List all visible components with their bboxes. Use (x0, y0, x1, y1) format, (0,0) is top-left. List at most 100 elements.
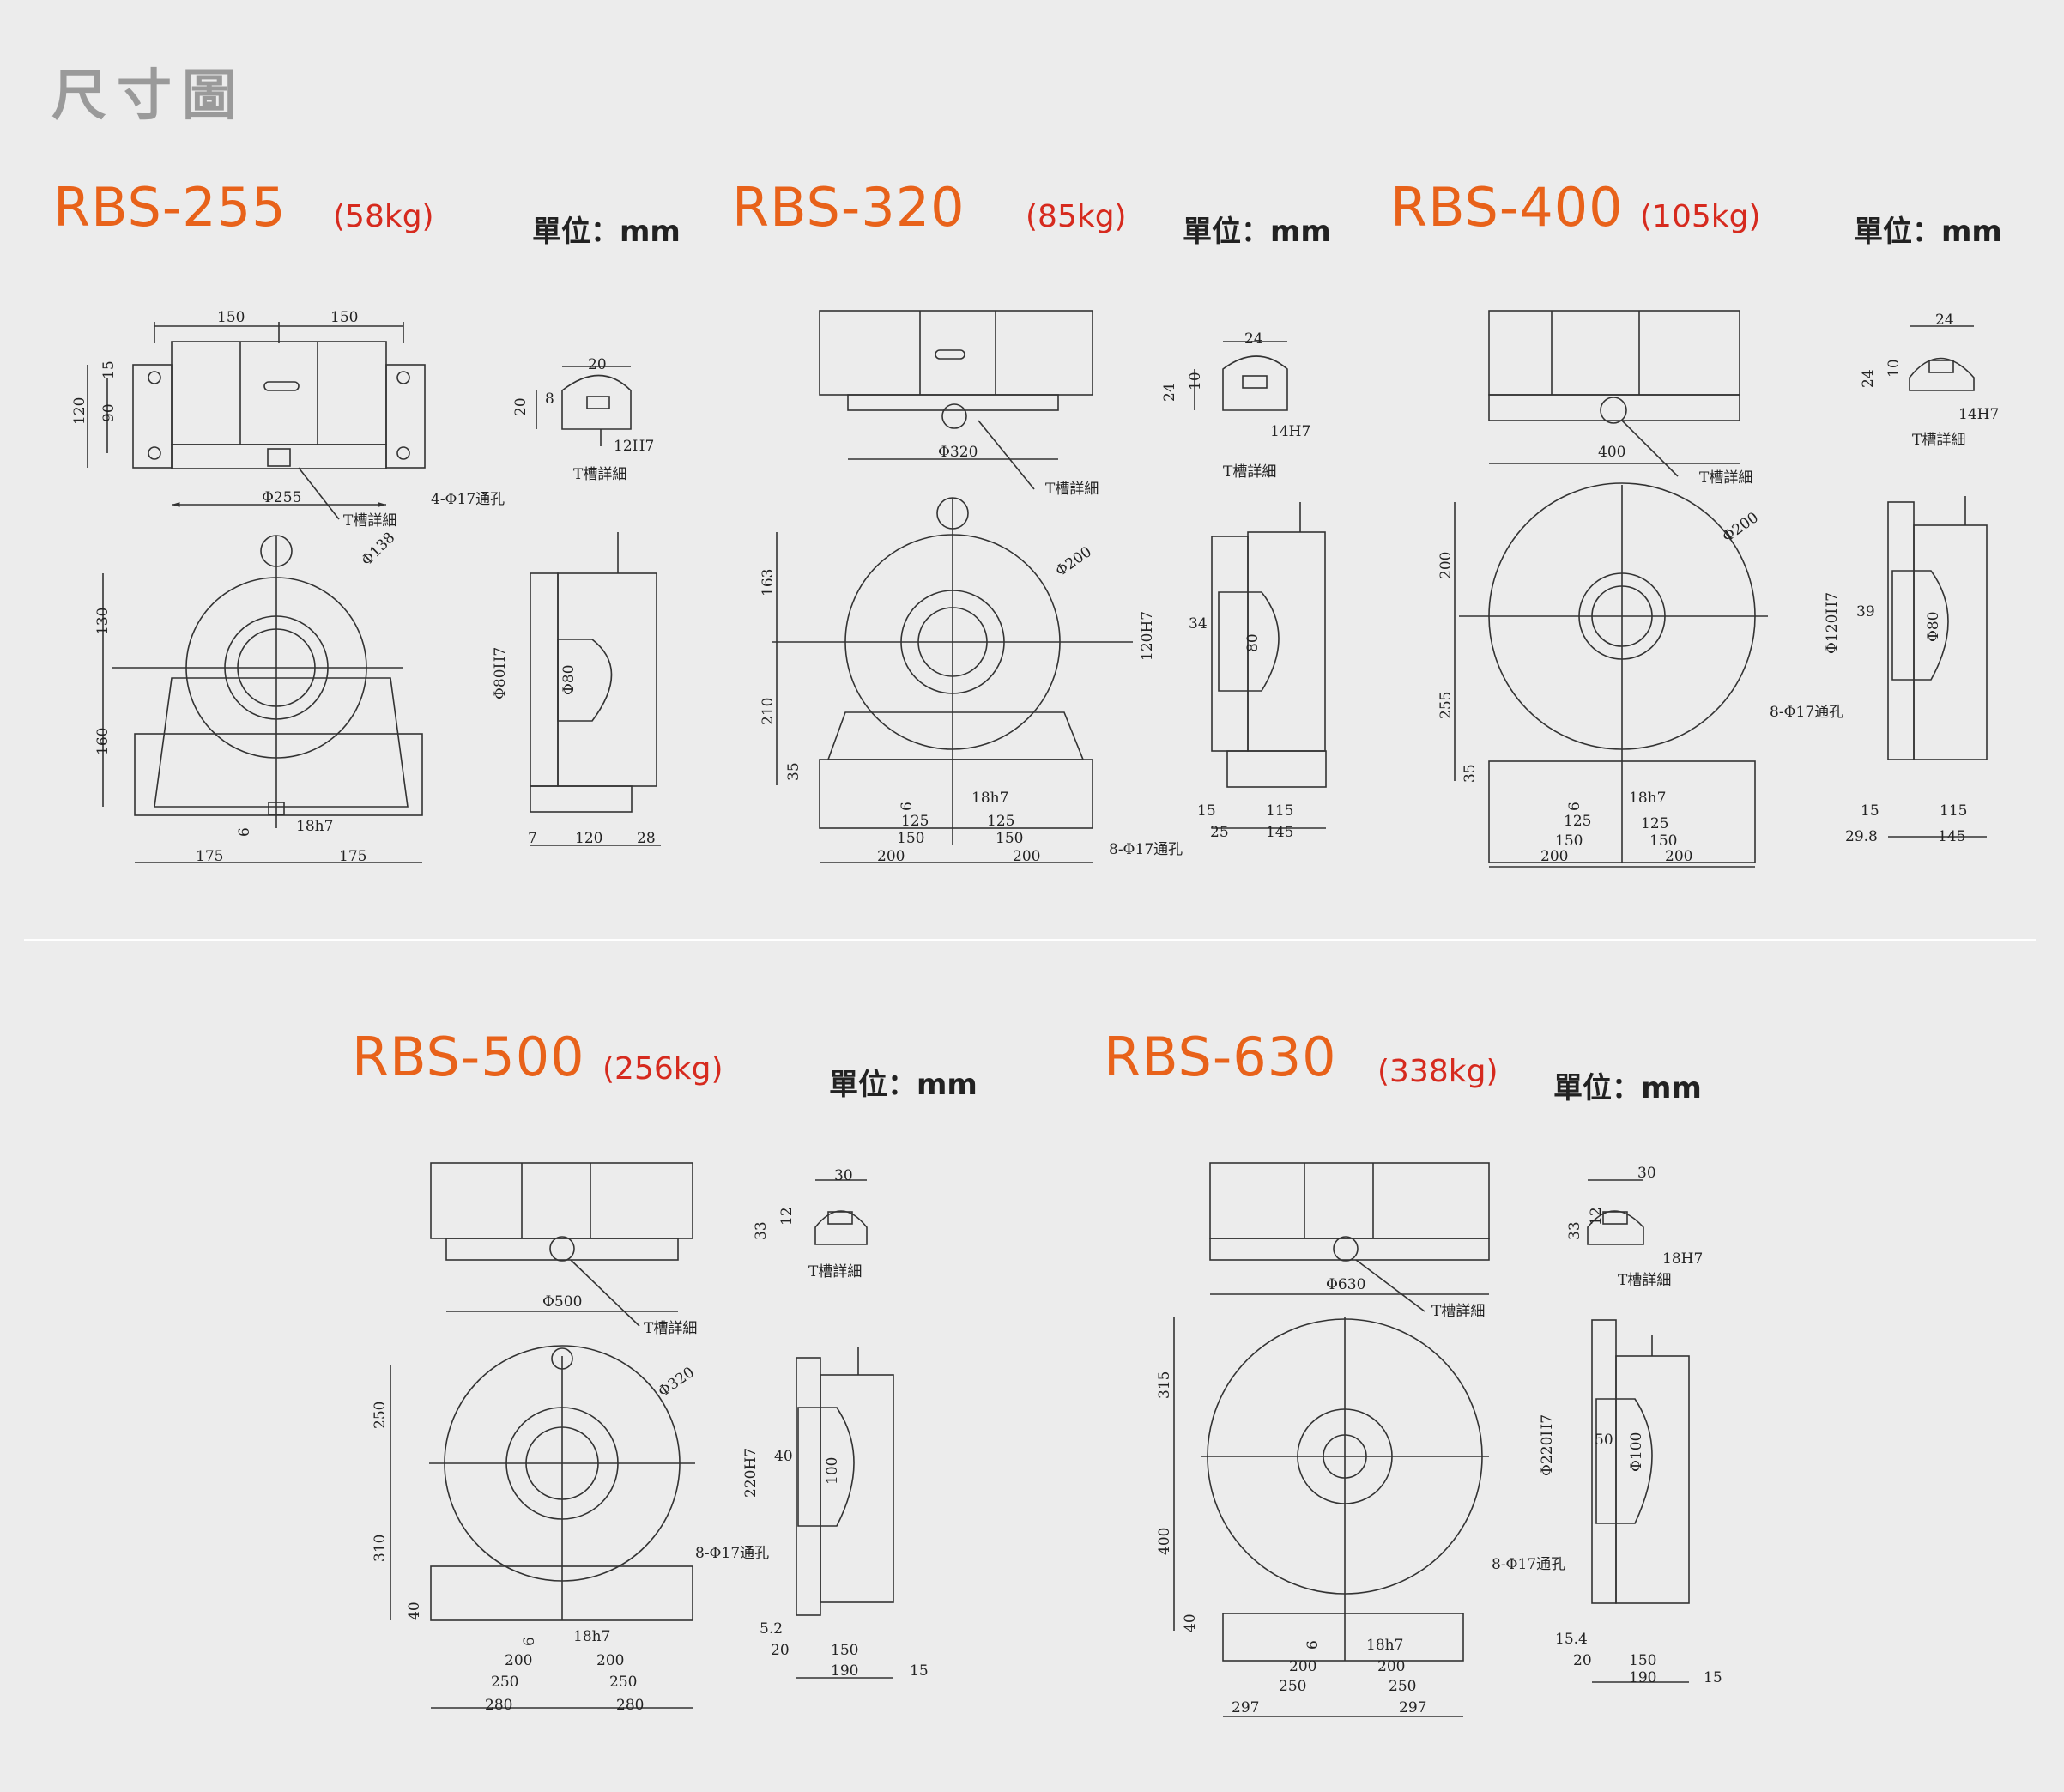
dim-320-front-key: 18h7 (971, 790, 1008, 807)
dim-630-side-bore: Φ220H7 (1539, 1414, 1556, 1476)
dim-320-tslot-w: 24 (1244, 330, 1263, 348)
rbs400-front-view (1454, 482, 1768, 868)
rbs320-drawing (772, 310, 1327, 863)
dim-320-side-x: 34 (1189, 615, 1208, 633)
label-500-holes: 8-Φ17通孔 (695, 1545, 769, 1562)
dim-630-side-b: 150 (1629, 1652, 1656, 1669)
dim-630-table-dia: Φ630 (1326, 1276, 1365, 1293)
dim-255-front-w2: 175 (339, 848, 366, 865)
dim-255-tslot-h1: 8 (545, 390, 554, 408)
dim-400-front-a: 125 (1564, 813, 1591, 830)
dim-255-top-b: 150 (330, 309, 358, 326)
dim-400-table-dia: 400 (1598, 444, 1625, 461)
dim-630-front-k: 6 (1304, 1640, 1322, 1650)
label-630-holes: 8-Φ17通孔 (1492, 1556, 1565, 1573)
label-255-holes: 4-Φ17通孔 (431, 491, 505, 508)
dim-400-front-h2: 255 (1438, 692, 1455, 719)
rbs320-top-view (819, 310, 1093, 490)
dim-255-side-a: 7 (528, 830, 537, 847)
rbs400-tslot-detail (1909, 325, 1975, 391)
rbs630-front-view (1173, 1317, 1489, 1717)
dim-630-front-b: 200 (1377, 1658, 1405, 1675)
dim-320-side-d: 80 (1244, 633, 1262, 652)
unit-rbs320: 單位：mm (1183, 215, 1331, 249)
dim-320-front-d: 150 (996, 830, 1023, 847)
dim-320-side-c: 25 (1210, 824, 1229, 841)
model-title-rbs400: RBS-400 (1390, 176, 1624, 239)
dim-500-front-b: 200 (596, 1652, 624, 1669)
label-630-tslot: T槽詳細 (1618, 1272, 1671, 1289)
dim-630-tslot-h2: 33 (1566, 1221, 1583, 1240)
label-255-tslot-ref: T槽詳細 (343, 512, 396, 530)
dim-255-side-c: 28 (637, 830, 656, 847)
model-title-rbs500: RBS-500 (352, 1026, 585, 1088)
dim-500-table-dia: Φ500 (542, 1293, 582, 1311)
model-title-rbs255: RBS-255 (53, 176, 287, 239)
dim-400-front-h1: 200 (1438, 552, 1455, 579)
dim-400-front-e: 200 (1540, 848, 1568, 865)
label-630-tslot-ref: T槽詳細 (1431, 1303, 1485, 1320)
dim-320-front-k: 6 (899, 802, 916, 811)
dim-255-tslot-fit: 12H7 (614, 438, 654, 455)
dim-500-front-f: 280 (616, 1697, 644, 1714)
section-divider (24, 939, 2036, 941)
dim-400-front-f: 200 (1665, 848, 1692, 865)
dim-500-front-d: 250 (609, 1674, 637, 1691)
rbs255-tslot-detail (536, 366, 632, 446)
dim-255-front-w1: 175 (196, 848, 223, 865)
dim-400-side-x: 39 (1856, 603, 1875, 621)
dim-255-top-a: 150 (217, 309, 245, 326)
rbs630-drawing (1173, 1162, 1690, 1717)
dim-500-tslot-h1: 12 (778, 1207, 796, 1226)
dim-500-front-dia: Φ320 (655, 1364, 697, 1401)
dim-320-front-f: 200 (1013, 848, 1040, 865)
rbs500-drawing (390, 1162, 894, 1709)
dim-630-side-a: 15.4 (1555, 1631, 1588, 1648)
dim-500-front-key: 18h7 (573, 1628, 610, 1645)
dim-400-front-h3: 35 (1462, 764, 1479, 783)
dim-500-side-b: 150 (831, 1642, 858, 1659)
dim-400-front-key: 18h7 (1629, 790, 1666, 807)
rbs400-top-view (1488, 310, 1740, 477)
dim-630-side-c: 20 (1573, 1652, 1592, 1669)
dim-255-left-a: 120 (71, 397, 88, 425)
dim-255-side-bore: Φ80H7 (492, 647, 509, 699)
dim-630-tslot-fit: 18H7 (1662, 1250, 1703, 1268)
unit-rbs255: 單位：mm (532, 215, 681, 249)
dim-630-front-a: 200 (1289, 1658, 1316, 1675)
label-500-tslot-ref: T槽詳細 (644, 1320, 697, 1337)
dim-320-tslot-h2: 24 (1161, 383, 1178, 402)
dim-320-tslot-h1: 10 (1187, 372, 1204, 390)
dim-400-tslot-h1: 10 (1885, 359, 1903, 378)
dim-500-tslot-w: 30 (834, 1167, 853, 1184)
rbs500-tslot-detail (814, 1179, 868, 1245)
dim-400-side-b: 115 (1940, 802, 1967, 820)
dim-400-tslot-h2: 24 (1860, 369, 1877, 388)
dim-320-front-a: 125 (901, 813, 929, 830)
dim-630-tslot-w: 30 (1637, 1165, 1656, 1182)
rbs400-side-view (1887, 496, 1988, 838)
model-title-rbs320: RBS-320 (732, 176, 965, 239)
dim-320-front-h2: 210 (760, 698, 777, 725)
dim-255-front-key: 18h7 (296, 818, 333, 835)
dim-500-side-e: 190 (831, 1662, 858, 1680)
weight-rbs400: (105kg) (1640, 199, 1761, 234)
dim-500-front-h3: 40 (406, 1601, 423, 1620)
dim-320-front-h3: 35 (785, 762, 802, 781)
dim-400-front-d: 150 (1649, 832, 1677, 850)
dim-255-front-h2: 160 (94, 728, 112, 755)
dim-630-front-d: 250 (1389, 1678, 1416, 1695)
dim-400-side-a: 15 (1861, 802, 1879, 820)
rbs255-front-view (102, 535, 423, 863)
dim-500-front-k: 6 (521, 1637, 538, 1646)
dim-500-side-a: 5.2 (760, 1620, 783, 1638)
rbs400-drawing (1454, 310, 1988, 868)
dim-630-front-h3: 40 (1182, 1613, 1199, 1632)
dim-320-tslot-fit: 14H7 (1270, 423, 1310, 440)
dim-400-front-b: 125 (1641, 815, 1668, 832)
label-400-tslot-ref: T槽詳細 (1699, 469, 1752, 487)
rbs630-top-view (1209, 1162, 1490, 1312)
dim-255-left-b: 90 (100, 403, 118, 422)
rbs255-side-view (530, 532, 661, 846)
dim-320-side-a: 15 (1197, 802, 1216, 820)
